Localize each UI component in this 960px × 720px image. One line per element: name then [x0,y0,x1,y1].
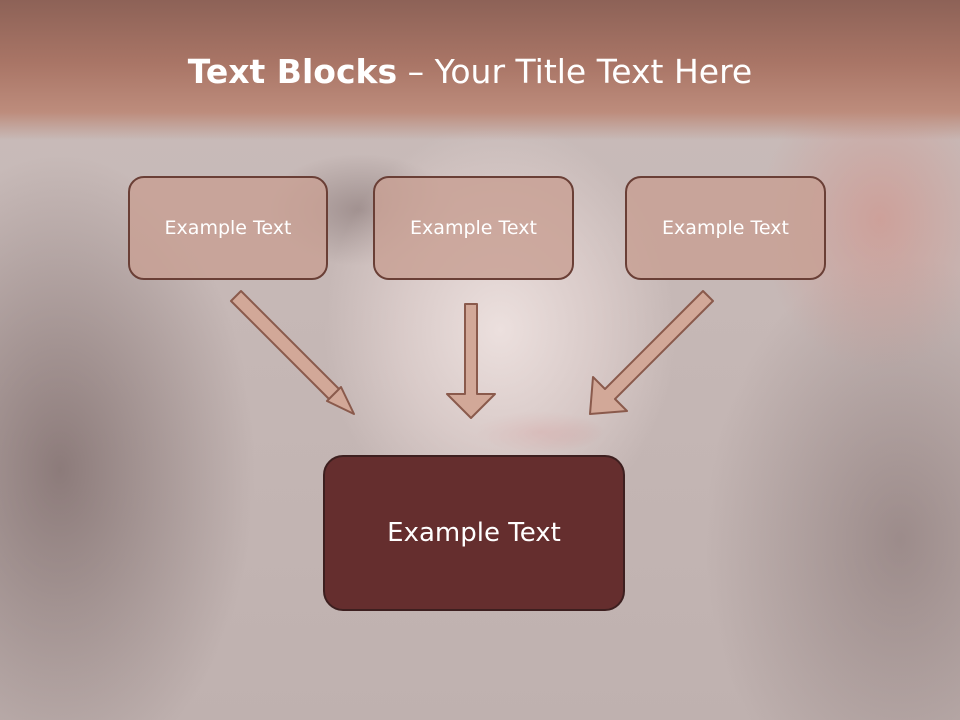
text-block-middle-label: Example Text [410,217,537,239]
text-block-bottom-label: Example Text [387,518,561,548]
title-bold-part: Text Blocks [187,52,398,91]
text-block-middle[interactable]: Example Text [373,176,574,280]
text-block-bottom[interactable]: Example Text [323,455,625,611]
title-separator: – [397,52,435,91]
text-block-left[interactable]: Example Text [128,176,328,280]
text-block-right-label: Example Text [662,217,789,239]
title-band [0,0,960,140]
title-normal-part: Your Title Text Here [434,52,753,91]
text-block-right[interactable]: Example Text [625,176,826,280]
slide-title: Text Blocks – Your Title Text Here [0,52,940,91]
text-block-left-label: Example Text [164,217,292,239]
